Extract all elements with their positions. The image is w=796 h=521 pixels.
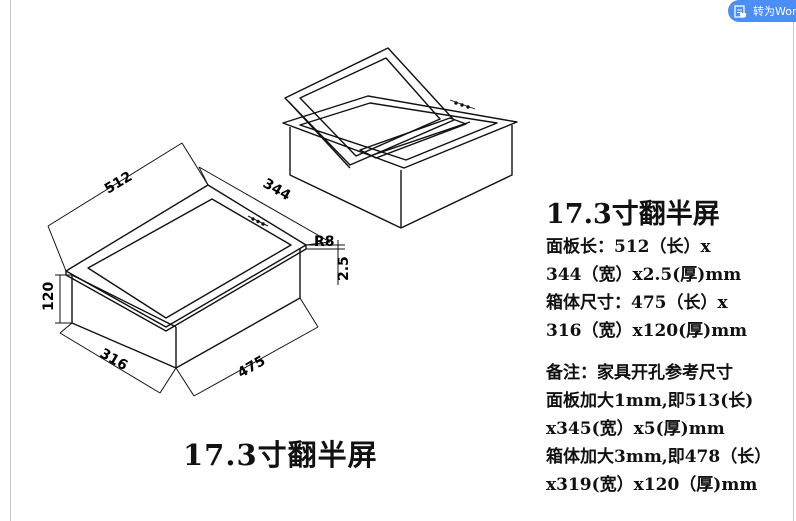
note-line: x319(宽）x120（厚)mm	[546, 475, 758, 495]
note-line: x345(宽）x5(厚)mm	[546, 419, 725, 439]
dim-panel-length: 512	[102, 169, 135, 198]
spec-line: 316（宽）x120(厚)mm	[546, 321, 748, 341]
convert-to-word-label: 转为Word	[753, 5, 796, 18]
note-line: 箱体加大3mm,即478（长）	[546, 447, 772, 467]
note-line: 面板加大1mm,即513(长)	[546, 391, 754, 411]
document-icon	[734, 4, 747, 18]
spec-list: 面板长：512（长）x 344（宽）x2.5(厚)mm 箱体尺寸：475（长）x…	[546, 233, 747, 345]
dimension-lines	[47, 142, 345, 397]
spec-title: 17.3寸翻半屏	[546, 199, 720, 230]
closed-unit-drawing	[65, 184, 307, 369]
spec-line: 面板长：512（长）x	[546, 237, 711, 257]
dim-box-width: 316	[97, 346, 130, 374]
page-left-border	[10, 0, 11, 521]
page-right-border	[793, 0, 794, 521]
dim-panel-thickness: 2.5	[336, 256, 352, 281]
note-line: 备注：家具开孔参考尺寸	[546, 363, 733, 383]
spec-line: 箱体尺寸：475（长）x	[546, 293, 728, 313]
drawing-caption: 17.3寸翻半屏	[183, 438, 378, 472]
dim-corner-radius: R8	[314, 234, 335, 250]
dim-panel-width: 344	[260, 176, 294, 205]
notes-list: 备注：家具开孔参考尺寸 面板加大1mm,即513(长) x345(宽）x5(厚)…	[546, 359, 771, 499]
convert-to-word-button[interactable]: 转为Word	[728, 0, 796, 22]
open-unit-drawing	[282, 47, 518, 229]
spec-line: 344（宽）x2.5(厚)mm	[546, 265, 742, 285]
dim-box-height: 120	[41, 282, 57, 311]
